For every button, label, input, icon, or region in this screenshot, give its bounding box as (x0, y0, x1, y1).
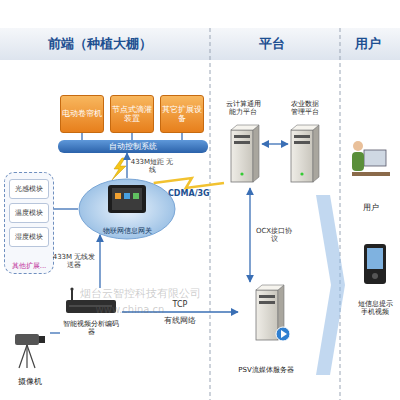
column-header: 用户 (340, 37, 396, 52)
node-label: 智能视频分析编码器 (60, 320, 122, 336)
edge-label: 433M 无线发送器 (50, 253, 98, 269)
column-header: 前端（种植大棚） (25, 37, 175, 52)
server-side (313, 125, 319, 182)
monitor (364, 150, 386, 166)
tripod-leg (27, 345, 35, 368)
antenna (71, 289, 73, 300)
wireless-link (154, 178, 224, 188)
node-label: 短信息提示 手机视频 (355, 300, 395, 316)
play-symbol (281, 330, 287, 338)
tablet-body (108, 185, 146, 213)
server-side (253, 125, 259, 182)
power-led (300, 172, 303, 175)
connector (50, 332, 60, 333)
drive-slot (234, 141, 250, 144)
wireless-bolt (112, 158, 126, 180)
sensor-module: 湿度模块 (9, 227, 49, 247)
server: 云计算通用能力平台 (224, 100, 262, 188)
desk (352, 172, 390, 176)
mobile-device: 短信息提示 手机视频 (355, 240, 395, 316)
server-top (231, 125, 259, 130)
connector (126, 153, 127, 178)
node-label: 电动卷帘机 (62, 109, 102, 118)
node-label: 云计算通用能力平台 (224, 100, 262, 116)
drive-slot (294, 135, 310, 138)
device-box: 电动卷帘机 (60, 95, 104, 133)
column-divider (340, 28, 341, 400)
sensor-group: 其他扩展... 光感模块温度模块湿度模块 (4, 172, 54, 274)
app-icon (115, 193, 121, 199)
drive-slot (259, 301, 275, 304)
gateway-ellipse (79, 179, 175, 239)
watermark: www.china.cn (65, 304, 195, 316)
connector (131, 133, 132, 140)
server-front (291, 130, 313, 182)
device-box: 其它扩展设备 (160, 95, 204, 133)
link-note: 有线网络 (150, 316, 210, 325)
edge-label: OCX接口协议 (255, 227, 293, 243)
connector (181, 133, 182, 140)
drive-slot (294, 141, 310, 144)
node-label: 其它扩展设备 (162, 105, 202, 123)
node-label: PSV流媒体服务器 (238, 366, 293, 374)
server-top (291, 125, 319, 130)
node-label: 湿度模块 (15, 233, 43, 241)
control-bar: 自动控制系统 (58, 140, 208, 153)
app-icon (124, 193, 130, 199)
user-terminal: 用户 (348, 130, 393, 212)
drive-slot (234, 135, 250, 138)
gateway-device: 物联网信息网关 (78, 178, 176, 240)
node-label: 摄像机 (18, 377, 42, 386)
connector (249, 188, 250, 282)
phone-screen (367, 248, 383, 269)
camera-body (15, 334, 39, 345)
server-front (231, 130, 253, 182)
person-body (352, 152, 364, 171)
flow-chevron (316, 195, 345, 375)
connector (54, 208, 78, 209)
node-label: 温度模块 (15, 209, 43, 217)
edge-label: CDMA/3G (163, 189, 215, 198)
node-label: 自动控制系统 (109, 142, 157, 151)
connector (99, 235, 100, 288)
camera-lens (39, 336, 45, 343)
device-box: 节点式滴灌装置 (110, 95, 154, 133)
connector (262, 143, 288, 144)
node-label: 农业数据管理平台 (288, 100, 322, 116)
tablet-screen (112, 188, 142, 210)
antenna-tip (70, 287, 73, 290)
link-note: 433M短距 无线 (130, 158, 174, 174)
server-top (256, 285, 284, 290)
person-head (353, 141, 363, 151)
watermark: 烟台云智控科技有限公司 (45, 288, 235, 301)
sensor-module: 光感模块 (9, 179, 49, 199)
server-front (256, 290, 278, 340)
column-divider (210, 28, 211, 400)
sensor-module: 温度模块 (9, 203, 49, 223)
phone-body (364, 244, 386, 284)
connector (81, 133, 82, 140)
edge-label: TCP (160, 300, 200, 309)
column-header: 平台 (242, 37, 302, 52)
tripod-leg (19, 345, 27, 368)
app-icon (133, 193, 139, 199)
node-label: 节点式滴灌装置 (112, 105, 152, 123)
node-label: 其他扩展... (12, 262, 47, 270)
camera: 摄像机 (10, 330, 50, 386)
phone-key (372, 273, 378, 279)
server: 农业数据管理平台 (288, 100, 322, 188)
node-label: 用户 (363, 203, 379, 212)
tripod-leg (26, 345, 27, 368)
media-badge (276, 327, 290, 341)
node-label: 光感模块 (15, 185, 43, 193)
server: PSV流媒体服务器 (238, 282, 294, 374)
node-label: 物联网信息网关 (103, 227, 152, 235)
drive-slot (259, 295, 275, 298)
power-led (240, 172, 243, 175)
